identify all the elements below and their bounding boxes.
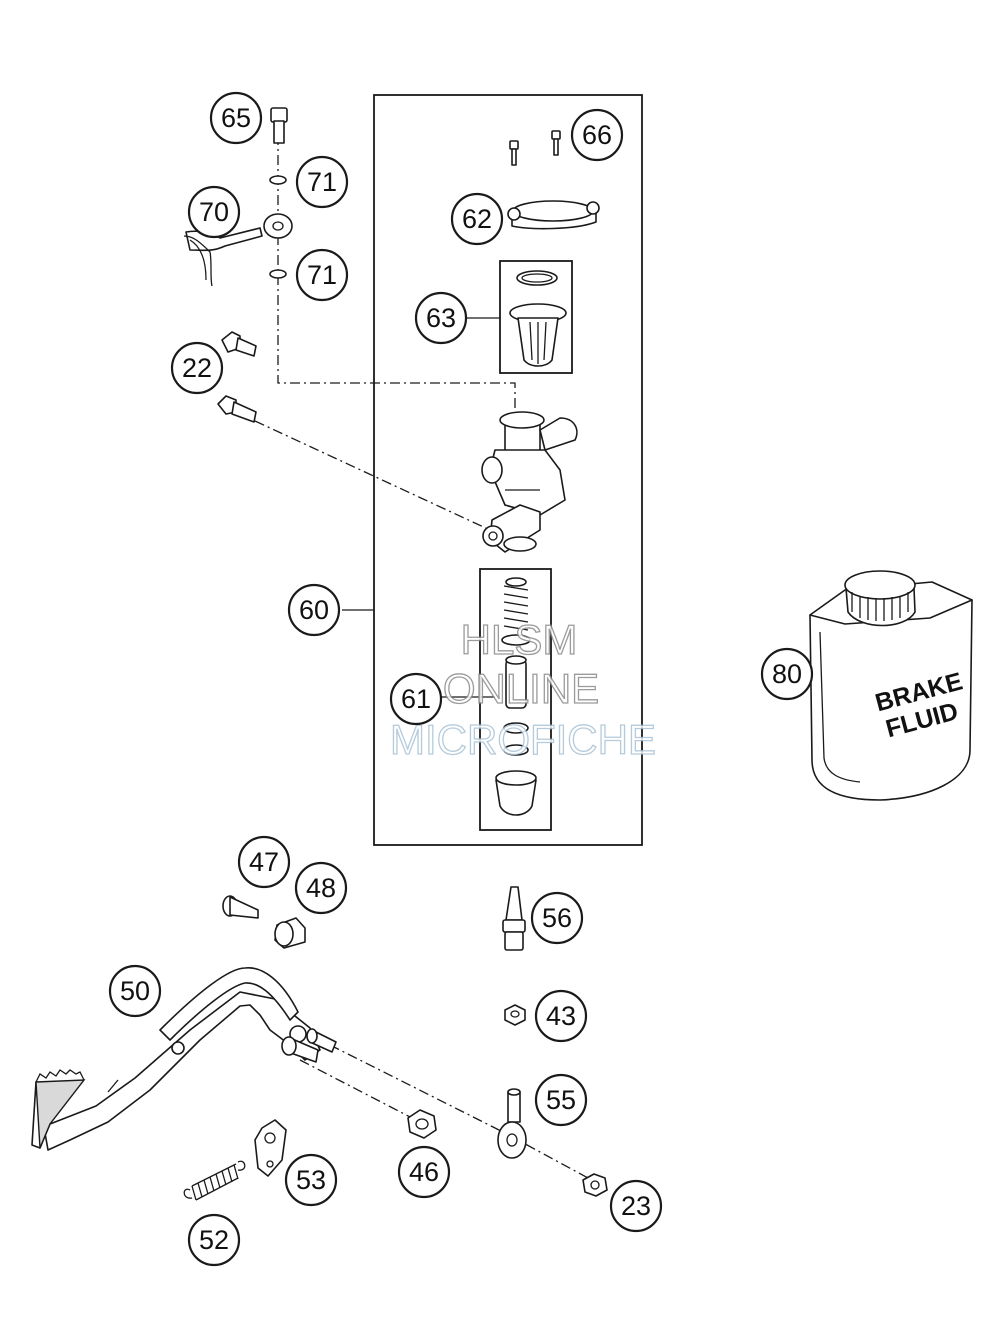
watermark: HLSM ONLINE MICROFICHE xyxy=(389,615,656,763)
bleeder-screw-part xyxy=(502,886,526,951)
callout-23-label: 23 xyxy=(621,1191,651,1221)
callout-22-label: 22 xyxy=(182,353,212,383)
callout-63: 63 xyxy=(414,291,468,345)
pivot-pin-part xyxy=(222,895,259,919)
return-spring-part xyxy=(183,1160,246,1201)
banjo-fitting-part xyxy=(497,1088,527,1159)
callout-53-label: 53 xyxy=(296,1165,326,1195)
washer-lower-part xyxy=(269,269,287,279)
flange-nut-part xyxy=(407,1109,437,1139)
reservoir-kit-frame xyxy=(499,260,573,374)
callout-48-label: 48 xyxy=(306,873,336,903)
callout-55-label: 55 xyxy=(546,1085,576,1115)
callout-52-label: 52 xyxy=(199,1225,229,1255)
callout-63-label: 63 xyxy=(426,303,456,333)
callout-80-label: 80 xyxy=(772,659,802,689)
master-cylinder-body-part xyxy=(481,411,578,553)
callout-62: 62 xyxy=(450,192,504,246)
callout-47-label: 47 xyxy=(249,847,279,877)
callout-60: 60 xyxy=(287,583,341,637)
callout-53: 53 xyxy=(284,1153,338,1207)
callout-71-upper-label: 71 xyxy=(307,167,337,197)
banjo-bolt-part xyxy=(270,107,288,144)
reservoir-cap-part xyxy=(507,200,600,230)
callout-22: 22 xyxy=(170,341,224,395)
callout-23: 23 xyxy=(609,1179,663,1233)
callout-46-label: 46 xyxy=(409,1157,439,1187)
callout-50-label: 50 xyxy=(120,976,150,1006)
mounting-bolt-upper-part xyxy=(221,331,257,357)
bushing-part xyxy=(274,917,306,949)
callout-47: 47 xyxy=(237,835,291,889)
callout-43-label: 43 xyxy=(546,1001,576,1031)
callout-80: 80 xyxy=(760,647,814,701)
piston-kit-frame xyxy=(479,568,552,831)
callout-66-label: 66 xyxy=(582,120,612,150)
callout-56-label: 56 xyxy=(542,903,572,933)
callout-62-label: 62 xyxy=(462,204,492,234)
callout-52: 52 xyxy=(187,1213,241,1267)
callout-65: 65 xyxy=(209,91,263,145)
watermark-line1: HLSM xyxy=(461,616,578,663)
callout-61: 61 xyxy=(389,672,443,726)
callout-70-label: 70 xyxy=(199,197,229,227)
master-cylinder-assembly-frame xyxy=(373,94,643,846)
watermark-line3: MICROFICHE xyxy=(390,716,656,763)
callout-50: 50 xyxy=(108,964,162,1018)
callout-61-label: 61 xyxy=(401,684,431,714)
callout-66: 66 xyxy=(570,108,624,162)
callout-71-lower: 71 xyxy=(295,248,349,302)
brake-fluid-bottle-part: BRAKE FLUID xyxy=(809,570,973,801)
callout-60-label: 60 xyxy=(299,595,329,625)
callout-70: 70 xyxy=(187,185,241,239)
callout-65-label: 65 xyxy=(221,103,251,133)
callout-71-upper: 71 xyxy=(295,155,349,209)
nut-part xyxy=(504,1004,526,1026)
washer-upper-part xyxy=(269,175,287,185)
callout-48: 48 xyxy=(294,861,348,915)
pushrod-part xyxy=(281,1028,337,1063)
reservoir-kit-part xyxy=(509,270,567,367)
watermark-line2: ONLINE xyxy=(443,665,599,712)
cover-screws-part xyxy=(509,130,561,166)
lock-nut-part xyxy=(582,1173,608,1197)
callout-56: 56 xyxy=(530,891,584,945)
spring-plate-part xyxy=(254,1119,287,1177)
callout-46: 46 xyxy=(397,1145,451,1199)
callout-55: 55 xyxy=(534,1073,588,1127)
callout-71-lower-label: 71 xyxy=(307,260,337,290)
callout-43: 43 xyxy=(534,989,588,1043)
piston-kit-part xyxy=(495,577,537,816)
mounting-bolt-lower-part xyxy=(217,395,257,423)
leader-lines xyxy=(342,317,500,698)
